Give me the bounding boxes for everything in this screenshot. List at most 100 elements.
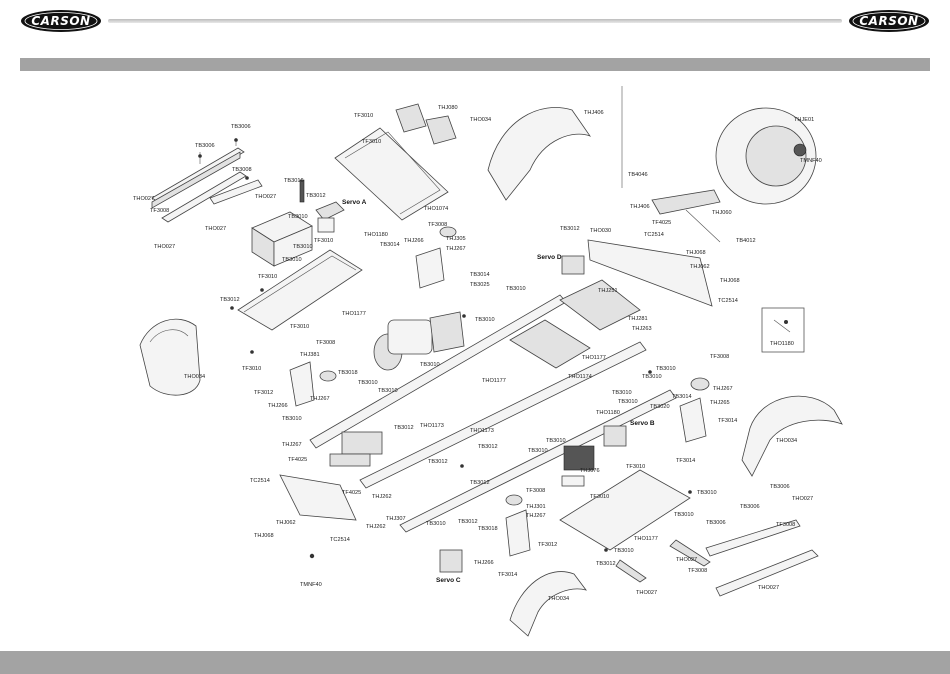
label: TB3020	[650, 404, 670, 410]
battery-box	[251, 179, 345, 267]
label: THO027	[154, 244, 175, 250]
label: THO034	[184, 374, 205, 380]
label: THJ263	[632, 326, 652, 332]
label: TF3008	[150, 208, 169, 214]
label: THJ305	[446, 236, 466, 242]
label: TB3012	[458, 519, 478, 525]
logo-left-text: CARSON	[31, 14, 90, 28]
inset-label: THO1180	[770, 341, 794, 347]
bumper-rail-bottom-right	[615, 519, 819, 597]
label: TB3018	[478, 526, 498, 532]
label: TB4012	[736, 238, 756, 244]
label: THO027	[255, 194, 276, 200]
label: THJ076	[580, 468, 600, 474]
label: TF3008	[428, 222, 447, 228]
label: TB3006	[770, 484, 790, 490]
label: THO1177	[634, 536, 658, 542]
label: THJ068	[254, 533, 274, 539]
label: THO1180	[596, 410, 620, 416]
servo-b-label: Servo B	[630, 420, 655, 427]
label: THO1174	[568, 374, 592, 380]
label: TB3014	[672, 394, 692, 400]
label: TF3010	[354, 113, 373, 119]
label: TF3014	[718, 418, 737, 424]
label: TF3008	[316, 340, 335, 346]
label: THJ265	[710, 400, 730, 406]
label: TB3006	[231, 124, 251, 130]
label: TF3010	[590, 494, 609, 500]
label: TB3012	[394, 425, 414, 431]
motor-gearbox	[373, 311, 465, 371]
right-shock-mount	[679, 377, 710, 443]
label: TB3018	[338, 370, 358, 376]
page-header: CARSON CARSON	[0, 0, 950, 48]
label: TB3012	[560, 226, 580, 232]
bumper-rail-top-left	[151, 138, 263, 223]
label: TF3010	[242, 366, 261, 372]
label: THJ251	[598, 288, 618, 294]
label: TF3008	[526, 488, 545, 494]
label: THO027	[205, 226, 226, 232]
label: TF4025	[288, 457, 307, 463]
servo-c-label: Servo C	[436, 577, 461, 584]
label: TF3012	[538, 542, 557, 548]
label: THJ267	[713, 386, 733, 392]
label: THO1180	[364, 232, 388, 238]
label: TB3010	[674, 512, 694, 518]
label: TC2514	[330, 537, 350, 543]
label: TB3010	[426, 521, 446, 527]
skid-plate-right	[559, 469, 691, 551]
label: TF3010	[626, 464, 645, 470]
label: TF3010	[314, 238, 333, 244]
label: THO034	[548, 596, 569, 602]
label: THJ307	[386, 516, 406, 522]
label: TB3014	[380, 242, 400, 248]
label: THJ267	[446, 246, 466, 252]
screws	[198, 138, 692, 559]
label: THO1074	[424, 206, 448, 212]
label: TB3006	[740, 504, 760, 510]
label: TB3010	[506, 286, 526, 292]
label: THJ062	[276, 520, 296, 526]
axle-housing-front	[279, 431, 383, 521]
footer-bar	[0, 651, 950, 674]
label: THJ266	[404, 238, 424, 244]
label: THO027	[758, 585, 779, 591]
label: TB3006	[706, 520, 726, 526]
label: THO1173	[470, 428, 494, 434]
fender-right	[741, 395, 843, 477]
label: TB3010	[282, 416, 302, 422]
label: TF4025	[342, 490, 361, 496]
label: THO1173	[420, 423, 444, 429]
label: TB3010	[528, 448, 548, 454]
label: THJ060	[712, 210, 732, 216]
label: TB3012	[428, 459, 448, 465]
label: TC2514	[644, 232, 664, 238]
label: TB3012	[470, 480, 490, 486]
label: TB3012	[306, 193, 326, 199]
label: TB3010	[378, 388, 398, 394]
label: TB3010	[546, 438, 566, 444]
label: THJ301	[526, 504, 546, 510]
servo-d	[415, 226, 585, 289]
label: TF3010	[290, 324, 309, 330]
label: TB3010	[612, 390, 632, 396]
wheel-tire	[715, 107, 817, 205]
label: TB3010	[293, 244, 313, 250]
label: THJ406	[584, 110, 604, 116]
label: TF3010	[258, 274, 277, 280]
label: THO027	[133, 196, 154, 202]
label: THJ406	[630, 204, 650, 210]
label: TB3014	[470, 272, 490, 278]
servo-a-label: Servo A	[342, 199, 367, 206]
label: TF3012	[254, 390, 273, 396]
section-bar	[20, 58, 930, 71]
label: THO1177	[342, 311, 366, 317]
label: THO034	[776, 438, 797, 444]
left-shock-mount	[289, 361, 337, 407]
label: TB3010	[288, 214, 308, 220]
logo-right-text: CARSON	[859, 14, 918, 28]
label: THJ281	[628, 316, 648, 322]
label: TF3008	[688, 568, 707, 574]
label: TF3010	[362, 139, 381, 145]
